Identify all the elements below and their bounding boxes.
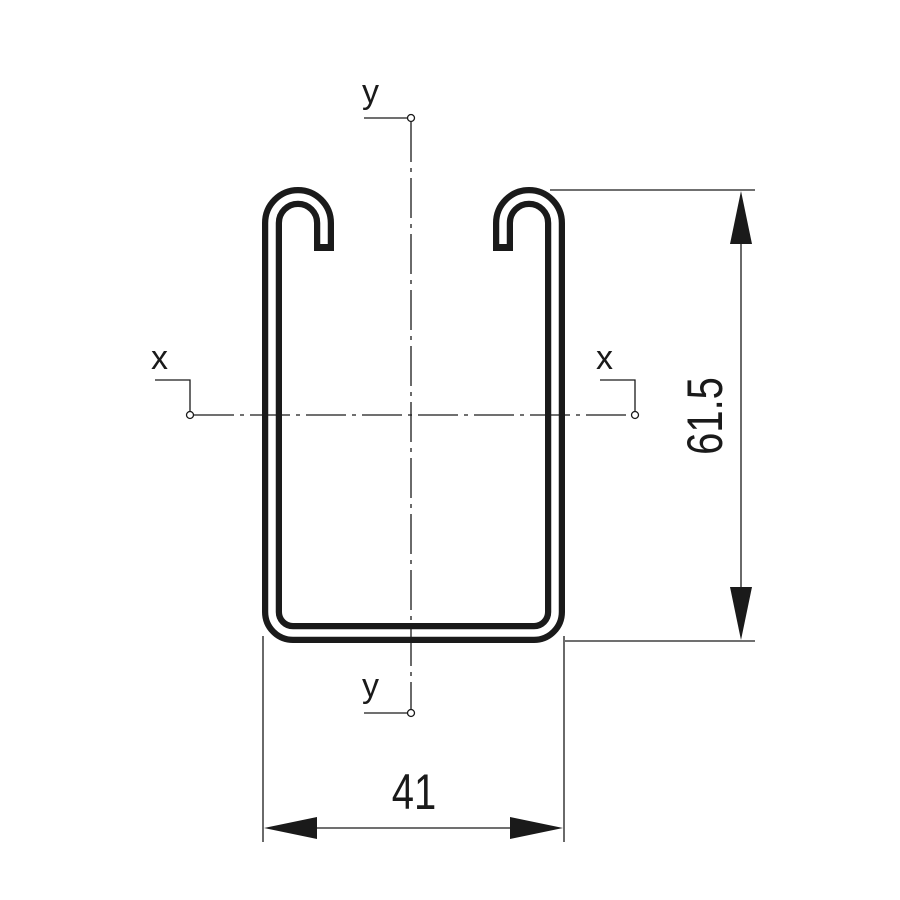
x-left-leader bbox=[155, 379, 191, 411]
y-axis-label-bottom: y bbox=[362, 667, 379, 705]
y-axis-top-point bbox=[406, 113, 416, 123]
profile-inner-gap bbox=[268, 193, 559, 637]
height-arrow-bottom bbox=[730, 587, 752, 640]
y-axis-bottom-point bbox=[406, 708, 416, 718]
x-axis-label-right: x bbox=[596, 339, 613, 377]
x-axis-right-point bbox=[630, 410, 640, 420]
y-axis-label-top: y bbox=[362, 73, 379, 111]
x-axis-label-left: x bbox=[151, 339, 168, 377]
x-axis-left-point bbox=[185, 410, 195, 420]
width-arrow-left bbox=[264, 817, 317, 839]
channel-profile bbox=[262, 187, 565, 643]
width-dimension-value: 41 bbox=[392, 764, 436, 820]
height-dimension-value: 61.5 bbox=[677, 377, 733, 455]
x-right-leader bbox=[600, 379, 636, 411]
height-arrow-top bbox=[730, 191, 752, 244]
width-arrow-right bbox=[510, 817, 563, 839]
